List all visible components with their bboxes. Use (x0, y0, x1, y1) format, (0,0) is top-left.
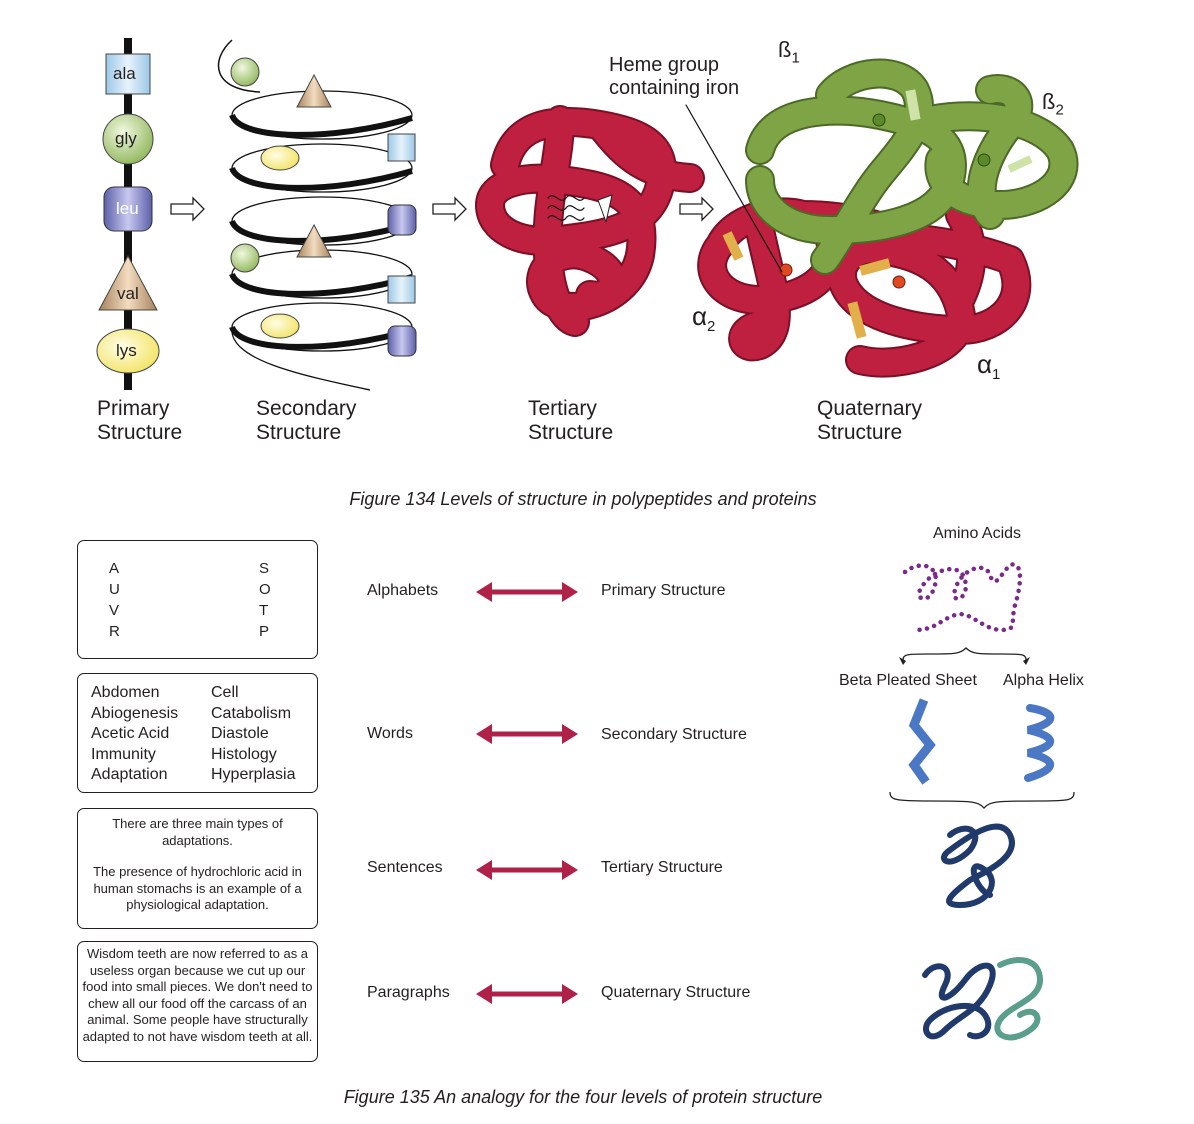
label-secondary-line2: Structure (256, 421, 356, 445)
sentence-two: The presence of hydrochloric acid in hum… (84, 864, 311, 914)
letters-left-column: A U V R (109, 558, 120, 642)
label-primary-structure: Primary Structure (97, 397, 182, 445)
figure-134-caption: Figure 134 Levels of structure in polype… (0, 489, 1180, 510)
word-item: Abdomen (91, 683, 178, 704)
letter-item: V (109, 600, 120, 621)
beta-sheet-label: Beta Pleated Sheet (839, 672, 977, 690)
row-words-left: Words (367, 725, 413, 743)
label-quaternary-line2: Structure (817, 421, 922, 445)
quaternary-coils (925, 960, 1040, 1037)
subunit-b1-sub: 1 (791, 49, 799, 66)
letter-item: O (259, 579, 271, 600)
letter-item: T (259, 600, 271, 621)
row-sentences-right: Tertiary Structure (601, 859, 723, 877)
subunit-label-b1: ß1 (778, 38, 800, 70)
quaternary-complex (686, 74, 1064, 363)
heme-label: Heme group containing iron (609, 54, 739, 100)
row-alphabets-left: Alphabets (367, 582, 438, 600)
word-item: Cell (211, 683, 295, 704)
heme-label-line2: containing iron (609, 77, 739, 100)
residue-label-lys: lys (116, 341, 137, 361)
letter-item: U (109, 579, 120, 600)
row-paragraphs-left: Paragraphs (367, 984, 450, 1002)
word-item: Acetic Acid (91, 724, 178, 745)
word-item: Abiogenesis (91, 704, 178, 725)
heme-label-line1: Heme group (609, 54, 739, 77)
label-tertiary-line2: Structure (528, 421, 613, 445)
label-quaternary-line1: Quaternary (817, 397, 922, 421)
word-item: Adaptation (91, 765, 178, 786)
paragraph-box: Wisdom teeth are now referred to as a us… (77, 941, 318, 1062)
label-primary-line2: Structure (97, 421, 182, 445)
tertiary-coil (944, 827, 1012, 905)
letter-item: A (109, 558, 120, 579)
tertiary-ribbon (490, 120, 690, 322)
word-item: Histology (211, 745, 295, 766)
row-sentences-left: Sentences (367, 859, 443, 877)
word-item: Hyperplasia (211, 765, 295, 786)
paragraph-text: Wisdom teeth are now referred to as a us… (82, 946, 313, 1045)
words-right-column: Cell Catabolism Diastole Histology Hyper… (211, 683, 295, 786)
word-item: Catabolism (211, 704, 295, 725)
word-item: Diastole (211, 724, 295, 745)
letters-box: A U V R S O T P (77, 540, 318, 659)
sentence-one: There are three main types of adaptation… (104, 816, 291, 849)
analogy-arrows (476, 582, 578, 1004)
letter-item: P (259, 621, 271, 642)
residue-label-ala: ala (113, 64, 136, 84)
label-primary-line1: Primary (97, 397, 182, 421)
subunit-a2-sub: 2 (707, 318, 715, 335)
subunit-label-a2: α2 (692, 304, 715, 339)
words-box: Abdomen Abiogenesis Acetic Acid Immunity… (77, 673, 318, 793)
residue-label-gly: gly (115, 129, 137, 149)
amino-acid-brace (903, 648, 1026, 660)
amino-acids-label: Amino Acids (933, 525, 1021, 543)
beta-sheet-shape (914, 700, 930, 782)
amino-acid-dots (905, 564, 1020, 630)
words-left-column: Abdomen Abiogenesis Acetic Acid Immunity… (91, 683, 178, 786)
label-quaternary-structure: Quaternary Structure (817, 397, 922, 445)
figure-135-caption: Figure 135 An analogy for the four level… (0, 1087, 1180, 1108)
letter-item: S (259, 558, 271, 579)
row-alphabets-right: Primary Structure (601, 582, 725, 600)
alpha-helix-label: Alpha Helix (1003, 672, 1084, 690)
alpha-helix-shape (1028, 708, 1050, 778)
label-secondary-line1: Secondary (256, 397, 356, 421)
letters-right-column: S O T P (259, 558, 271, 642)
subunit-label-b2: ß2 (1042, 90, 1064, 122)
label-secondary-structure: Secondary Structure (256, 397, 356, 445)
subunit-b2-sub: 2 (1055, 101, 1063, 118)
subunit-a1-sub: 1 (992, 366, 1000, 383)
word-item: Immunity (91, 745, 178, 766)
subunit-a1-symbol: α (977, 349, 992, 379)
secondary-helix (219, 40, 416, 390)
subunit-b2-symbol: ß (1042, 89, 1055, 114)
label-tertiary-structure: Tertiary Structure (528, 397, 613, 445)
label-tertiary-line1: Tertiary (528, 397, 613, 421)
residue-label-leu: leu (116, 199, 139, 219)
row-paragraphs-right: Quaternary Structure (601, 984, 750, 1002)
subunit-a2-symbol: α (692, 301, 707, 331)
secondary-brace (890, 792, 1074, 808)
subunit-label-a1: α1 (977, 352, 1000, 387)
subunit-b1-symbol: ß (778, 37, 791, 62)
letter-item: R (109, 621, 120, 642)
sentences-box: There are three main types of adaptation… (77, 808, 318, 929)
residue-label-val: val (117, 284, 139, 304)
row-words-right: Secondary Structure (601, 726, 747, 744)
